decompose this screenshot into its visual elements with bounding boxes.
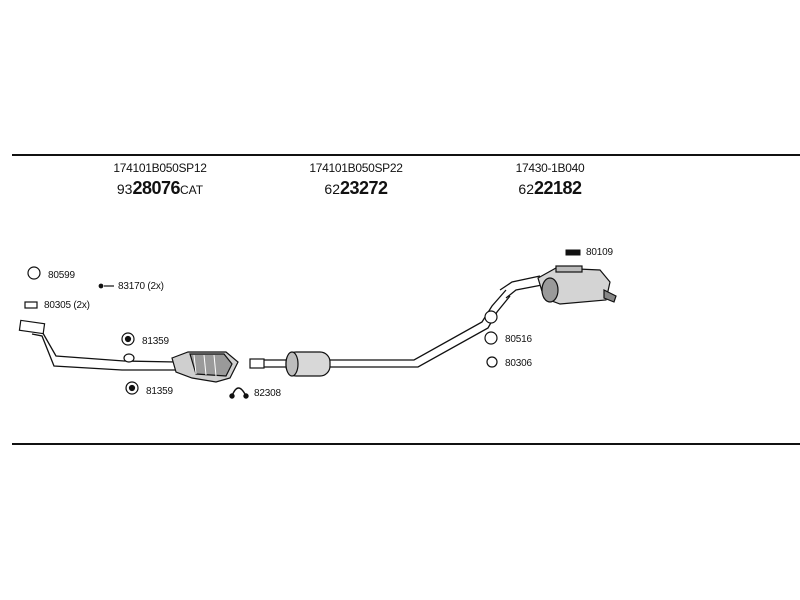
- front-pipe: [27, 325, 177, 371]
- front-flange: [18, 319, 46, 335]
- clamp-82308: [229, 387, 249, 399]
- nut-81359-bottom: [125, 381, 139, 395]
- header-front-pipe-cat: 174101B050SP12 9328076CAT: [70, 161, 250, 201]
- hanger-80109: [565, 249, 581, 256]
- bottom-divider: [12, 443, 800, 445]
- order-code: 6223272: [324, 178, 388, 198]
- rear-pipe: [499, 275, 543, 299]
- part-number: 174101B050SP22: [309, 161, 403, 175]
- part-number: 17430-1B040: [515, 161, 585, 175]
- ring-80516: [484, 310, 498, 345]
- label-80306: 80306: [505, 358, 532, 369]
- label-83170: 83170 (2x): [118, 281, 164, 292]
- label-80109: 80109: [586, 247, 613, 258]
- center-pipe-inlet: [249, 358, 290, 369]
- order-code: 9328076CAT: [116, 178, 204, 198]
- bolt-83170: [98, 283, 114, 289]
- label-82308: 82308: [254, 388, 281, 399]
- label-81359-bottom: 81359: [146, 386, 173, 397]
- clamp-80305: [24, 301, 38, 309]
- label-80599: 80599: [48, 270, 75, 281]
- nut-81359-top: [121, 332, 135, 346]
- label-80305: 80305 (2x): [44, 300, 90, 311]
- center-pipe: [330, 289, 511, 368]
- center-muffler: [285, 351, 331, 377]
- top-divider: [12, 154, 800, 156]
- label-80516: 80516: [505, 334, 532, 345]
- ring-80306: [486, 356, 498, 368]
- order-code: 6222182: [518, 178, 582, 198]
- header-center-pipe: 174101B050SP22 6223272: [266, 161, 446, 201]
- header-rear-muffler: 17430-1B040 6222182: [460, 161, 640, 201]
- mount-ring-80599: [27, 266, 41, 280]
- rear-muffler: [537, 265, 617, 305]
- catalytic-converter: [171, 351, 239, 383]
- gasket-on-pipe: [123, 353, 135, 363]
- label-81359-top: 81359: [142, 336, 169, 347]
- part-number: 174101B050SP12: [113, 161, 207, 175]
